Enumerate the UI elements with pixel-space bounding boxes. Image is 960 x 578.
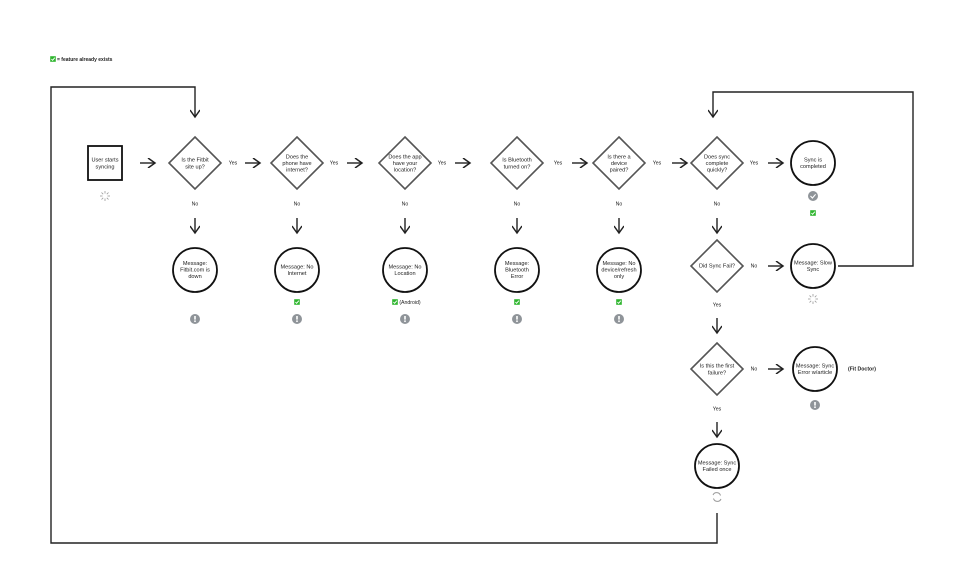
check-icon	[809, 209, 817, 217]
alert-icon	[512, 314, 522, 324]
connectors	[140, 163, 783, 437]
success-check-icon	[808, 191, 818, 201]
svg-text:No: No	[751, 263, 758, 269]
decision-phone-internet: Does the phone have internet? Yes No	[269, 135, 339, 207]
svg-text:paired?: paired?	[610, 167, 629, 173]
svg-text:complete: complete	[706, 161, 729, 167]
svg-text:Message:: Message:	[505, 261, 530, 267]
svg-text:Yes: Yes	[653, 160, 662, 166]
svg-text:Internet: Internet	[288, 271, 307, 277]
decision-sync-fail: Did Sync Fail? Yes No	[689, 238, 758, 308]
svg-text:Does the app: Does the app	[388, 154, 421, 160]
svg-text:Is this the first: Is this the first	[700, 363, 735, 369]
svg-text:Location: Location	[394, 271, 415, 277]
decision-device-paired: Is there a device paired? Yes No	[591, 135, 662, 207]
message-no-device: Message: No device/refresh only	[596, 247, 642, 324]
svg-text:Yes: Yes	[554, 160, 563, 166]
message-no-internet: Message: No Internet	[274, 247, 320, 324]
svg-text:Sync: Sync	[807, 267, 820, 273]
svg-text:No: No	[616, 201, 623, 207]
refresh-icon	[712, 492, 722, 502]
loading-spinner-icon	[99, 190, 111, 202]
alert-icon	[400, 314, 410, 324]
svg-text:No: No	[514, 201, 521, 207]
svg-text:location?: location?	[394, 167, 416, 173]
svg-text:device: device	[611, 161, 627, 167]
check-icon	[49, 55, 57, 63]
svg-text:Is the Fitbit: Is the Fitbit	[181, 157, 209, 163]
message-slow-sync: Message: Slow Sync	[790, 243, 836, 305]
message-fitbit-down: Message: Fitbit.com is down	[172, 247, 218, 324]
svg-text:No: No	[294, 201, 301, 207]
svg-text:Does sync: Does sync	[704, 154, 730, 160]
svg-text:Yes: Yes	[750, 160, 759, 166]
svg-text:turned on?: turned on?	[504, 164, 531, 170]
svg-text:Does the: Does the	[286, 154, 308, 160]
check-icon	[615, 298, 623, 306]
svg-text:Message: Slow: Message: Slow	[794, 260, 833, 266]
svg-text:Error: Error	[511, 274, 524, 280]
alert-icon	[292, 314, 302, 324]
legend: = feature already exists	[49, 55, 113, 63]
svg-text:No: No	[751, 366, 758, 372]
svg-text:Error w/article: Error w/article	[798, 370, 833, 376]
svg-text:down: down	[188, 274, 201, 280]
svg-text:Message: No: Message: No	[281, 264, 314, 270]
svg-text:Failed once: Failed once	[703, 467, 732, 473]
svg-text:Message: Sync: Message: Sync	[796, 363, 834, 369]
check-icon	[391, 298, 399, 306]
message-bluetooth-error: Message: Bluetooth Error	[494, 247, 540, 324]
svg-text:Message:: Message:	[183, 261, 208, 267]
loading-spinner-icon	[807, 293, 819, 305]
decision-sync-quick: Does sync complete quickly? Yes No	[689, 135, 759, 207]
svg-text:No: No	[192, 201, 199, 207]
slow-sync-loop-connector	[713, 91, 914, 267]
decision-bluetooth-on: Is Bluetooth turned on? Yes No	[489, 135, 563, 207]
alert-icon	[190, 314, 200, 324]
svg-text:No: No	[402, 201, 409, 207]
decision-app-location: Does the app have your location? Yes No	[377, 135, 447, 207]
svg-text:Sync is: Sync is	[804, 157, 822, 163]
svg-text:Yes: Yes	[229, 160, 238, 166]
svg-text:Yes: Yes	[713, 406, 722, 412]
svg-text:(Android): (Android)	[399, 300, 421, 306]
message-sync-failed-once: Message: Sync Failed once	[694, 443, 740, 502]
svg-text:Yes: Yes	[330, 160, 339, 166]
svg-text:Message: No: Message: No	[389, 264, 422, 270]
svg-text:only: only	[614, 274, 624, 280]
start-node: User starts syncing	[87, 145, 123, 202]
svg-text:Yes: Yes	[438, 160, 447, 166]
svg-text:Message: Sync: Message: Sync	[698, 460, 736, 466]
svg-text:have your: have your	[393, 161, 418, 167]
svg-text:phone have: phone have	[282, 161, 311, 167]
svg-text:User starts: User starts	[91, 157, 118, 163]
alert-icon	[614, 314, 624, 324]
decision-first-failure: Is this the first failure? Yes No	[689, 341, 758, 412]
svg-text:completed: completed	[800, 164, 826, 170]
svg-text:Yes: Yes	[713, 302, 722, 308]
check-icon	[293, 298, 301, 306]
svg-text:Did Sync Fail?: Did Sync Fail?	[699, 263, 735, 269]
svg-text:syncing: syncing	[96, 164, 115, 170]
message-no-location: Message: No Location (Android)	[382, 247, 428, 324]
svg-text:(Fit Doctor): (Fit Doctor)	[848, 366, 876, 372]
svg-text:No: No	[714, 201, 721, 207]
message-sync-completed: Sync is completed	[790, 140, 836, 217]
check-icon	[513, 298, 521, 306]
svg-text:site up?: site up?	[185, 164, 205, 170]
svg-text:Bluetooth: Bluetooth	[505, 267, 529, 273]
decision-fitbit-site-up: Is the Fitbit site up? Yes No	[167, 135, 238, 207]
svg-text:quickly?: quickly?	[707, 167, 727, 173]
svg-text:internet?: internet?	[286, 167, 308, 173]
svg-text:device/refresh: device/refresh	[601, 267, 636, 273]
svg-text:Is Bluetooth: Is Bluetooth	[502, 157, 532, 163]
svg-text:failure?: failure?	[708, 370, 726, 376]
svg-text:Fitbit.com is: Fitbit.com is	[180, 267, 210, 273]
retry-loop-connector	[50, 86, 718, 544]
legend-text: = feature already exists	[57, 57, 113, 63]
svg-text:Message: No: Message: No	[603, 261, 636, 267]
message-sync-error-article: Message: Sync Error w/article (Fit Docto…	[792, 346, 876, 410]
alert-icon	[810, 400, 820, 410]
svg-text:Is there a: Is there a	[607, 154, 631, 160]
